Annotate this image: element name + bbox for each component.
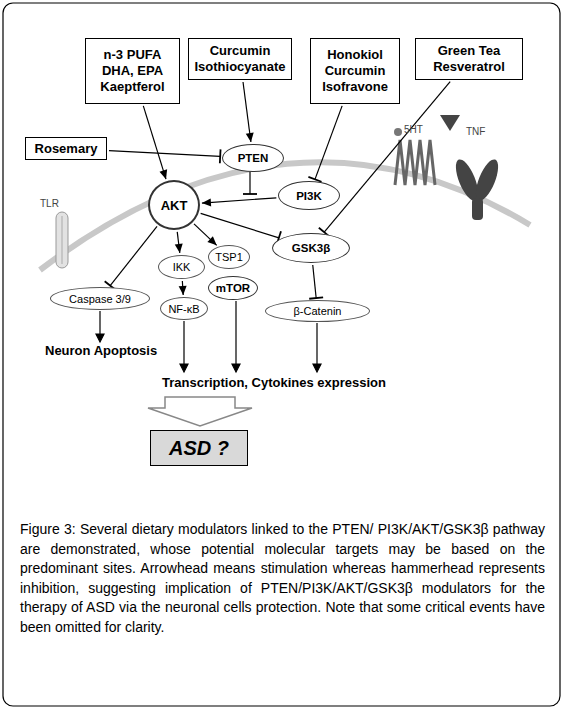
- node-text: GSK3β: [292, 242, 330, 254]
- connector-line: [324, 82, 450, 233]
- output-arrow: [183, 321, 184, 366]
- tlr-receptor-line: [62, 216, 63, 264]
- outcome-label: Transcription, Cytokines expression: [162, 375, 386, 390]
- activation-connector: [194, 224, 217, 245]
- activation-connector: [179, 281, 187, 295]
- connector-line: [194, 224, 217, 245]
- ligand-label: TNF: [466, 126, 485, 137]
- protein-ellipse: GSK3β: [272, 233, 350, 263]
- protein-ellipse: TSP1: [208, 245, 250, 269]
- modulator-box: Curcumin Isothiocyanate: [188, 38, 292, 80]
- tnf-receptor: [471, 157, 502, 204]
- protein-ellipse: Caspase 3/9: [50, 287, 150, 310]
- protein-ellipse: NF-κB: [160, 297, 208, 320]
- arrow-head: [207, 236, 216, 245]
- arrow-head: [160, 169, 168, 179]
- node-text: PI3K: [296, 190, 322, 202]
- node-text: Caspase 3/9: [69, 293, 131, 305]
- protein-ellipse: PTEN: [222, 144, 284, 172]
- inhibition-connector: [308, 106, 342, 182]
- output-arrow: [316, 323, 317, 366]
- inhibition-connector: [109, 149, 221, 163]
- modulator-box: Green Tea Resveratrol: [415, 38, 523, 80]
- gpcr-receptor: [395, 140, 435, 185]
- protein-ellipse: IKK: [158, 255, 205, 279]
- arrow-head: [313, 364, 321, 372]
- connector-line: [202, 198, 276, 203]
- connector-line: [109, 151, 220, 157]
- tnf-receptor-stem: [472, 198, 483, 220]
- node-text: AKT: [161, 198, 188, 213]
- inhibition-connector: [309, 265, 323, 299]
- activation-connector: [175, 232, 183, 253]
- connector-line: [315, 106, 342, 179]
- modulator-box: n-3 PUFA DHA, EPA Kaeptferol: [85, 38, 180, 104]
- receptor-label: TLR: [40, 198, 59, 209]
- cell-membrane: [40, 162, 530, 270]
- serotonin-ligand: [394, 128, 402, 136]
- protein-ellipse: β-Catenin: [265, 300, 370, 322]
- node-text: PTEN: [238, 152, 269, 164]
- connector-line: [243, 82, 251, 142]
- tnf-ligand: [440, 115, 460, 131]
- arrow-head: [180, 364, 188, 372]
- node-text: β-Catenin: [294, 305, 342, 317]
- node-text: Green Tea Resveratrol: [420, 43, 518, 75]
- inhibition-connector: [105, 226, 157, 289]
- protein-ellipse: PI3K: [278, 181, 340, 210]
- connector-line: [201, 213, 279, 238]
- arrow-head: [96, 334, 104, 342]
- hub-protein: AKT: [148, 180, 200, 230]
- activation-connector: [202, 198, 276, 207]
- modulator-box: Rosemary: [25, 137, 107, 160]
- node-text: TSP1: [215, 251, 243, 263]
- modulator-box: Honokiol Curcumin Isofravone: [310, 38, 400, 104]
- inhibition-bar: [243, 193, 257, 195]
- output-arrow: [235, 301, 236, 366]
- node-text: ASD ?: [169, 437, 229, 460]
- outcome-label: Neuron Apoptosis: [45, 343, 157, 358]
- node-text: mTOR: [216, 282, 250, 294]
- protein-ellipse: mTOR: [208, 276, 258, 300]
- activation-connector: [243, 82, 254, 142]
- node-text: n-3 PUFA DHA, EPA Kaeptferol: [90, 47, 175, 95]
- output-arrow: [99, 311, 100, 336]
- arrow-head: [246, 133, 254, 142]
- inhibition-line: [249, 172, 250, 194]
- hollow-arrow: [148, 397, 252, 426]
- figure-frame: [3, 3, 560, 706]
- connector-line: [143, 106, 166, 179]
- outcome-box: ASD ?: [150, 430, 248, 466]
- activation-connector: [143, 106, 167, 179]
- node-text: Rosemary: [35, 141, 98, 157]
- ligand-label: 5HT: [404, 124, 423, 135]
- hammer-head: [309, 297, 323, 298]
- tlr-receptor: [56, 212, 68, 268]
- arrow-head: [175, 244, 183, 253]
- arrow-head: [179, 286, 187, 295]
- node-text: NF-κB: [168, 303, 199, 315]
- arrow-head: [232, 364, 240, 372]
- connector-line: [110, 226, 157, 285]
- connector-line: [313, 265, 316, 298]
- node-text: Honokiol Curcumin Isofravone: [315, 47, 395, 95]
- figure-caption: Figure 3: Several dietary modulators lin…: [20, 520, 545, 637]
- arrow-head: [202, 198, 211, 206]
- inhibition-connector: [319, 82, 450, 237]
- node-text: Curcumin Isothiocyanate: [193, 43, 287, 75]
- node-text: IKK: [173, 261, 191, 273]
- inhibition-connector: [201, 213, 281, 244]
